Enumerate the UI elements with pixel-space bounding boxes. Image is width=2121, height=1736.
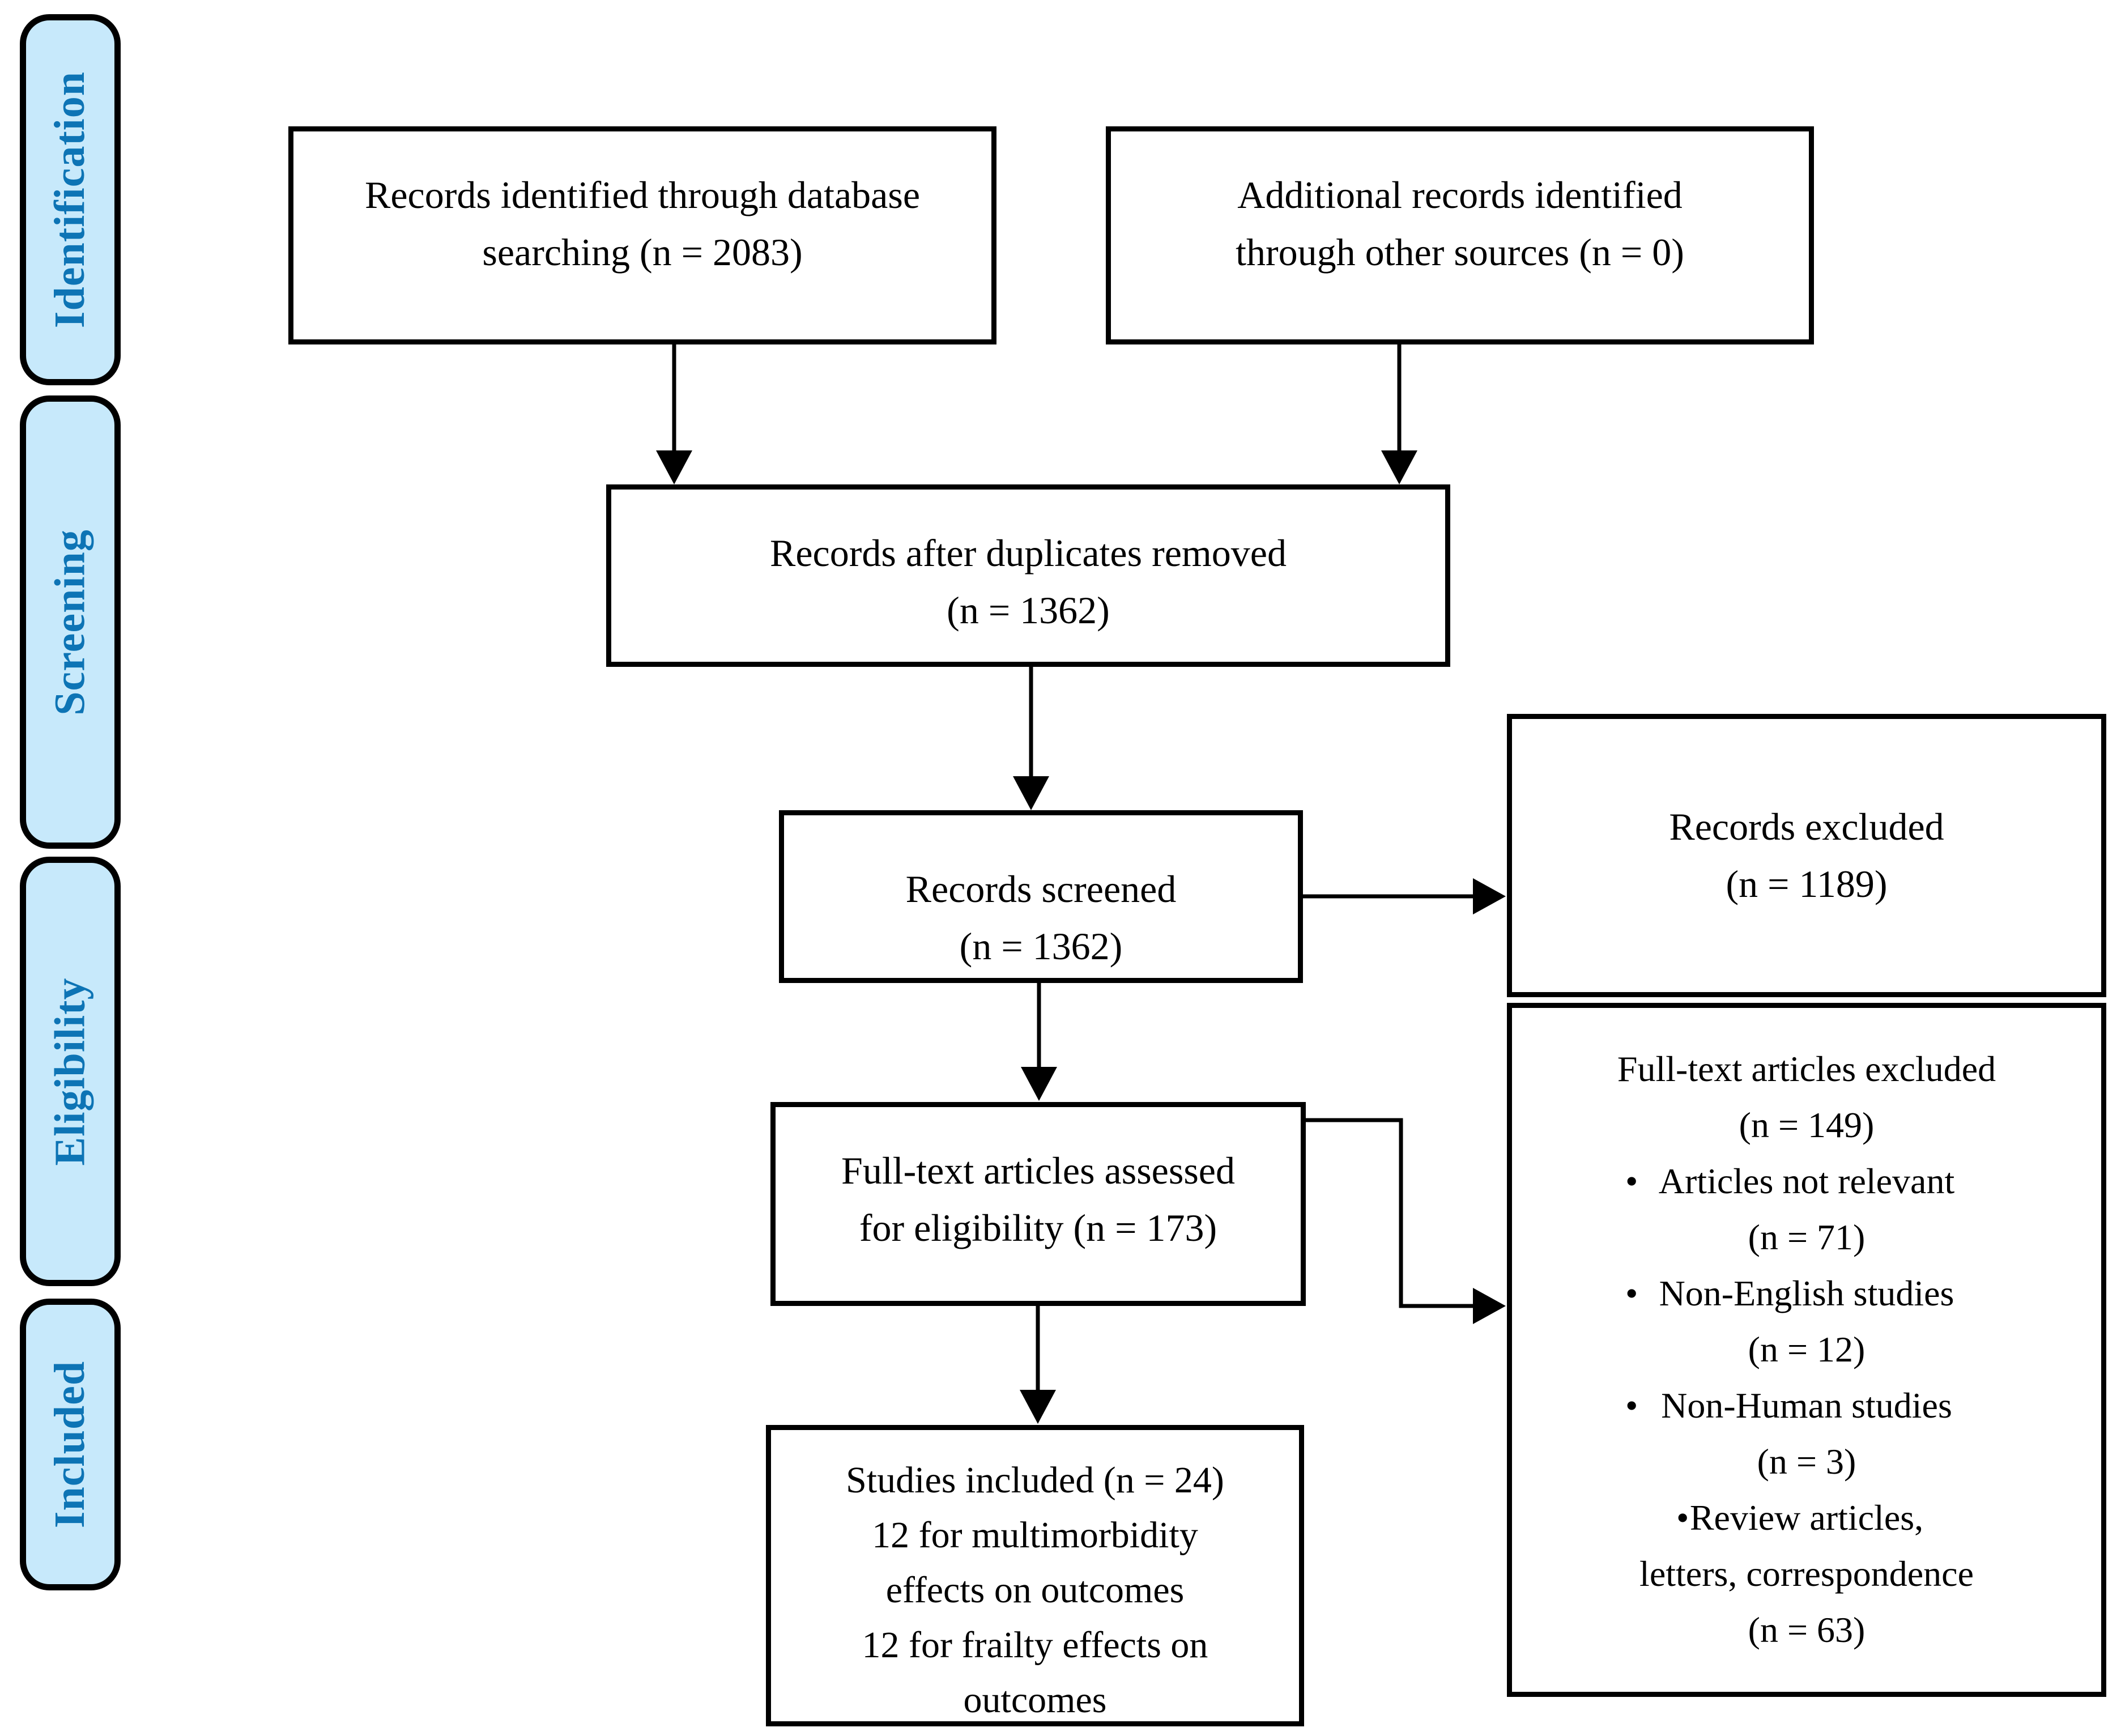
exclusion-reason: • Non-Human studies (n = 3) bbox=[1512, 1377, 2101, 1490]
stage-eligibility: Eligibility bbox=[20, 857, 121, 1286]
stage-label: Identification bbox=[46, 71, 94, 329]
node-records-screened: Records screened (n = 1362) bbox=[779, 810, 1303, 983]
node-line: 12 for multimorbidity bbox=[872, 1514, 1198, 1556]
node-line: (n = 63) bbox=[1748, 1610, 1866, 1650]
node-fulltext-excluded: Full-text articles excluded (n = 149) • … bbox=[1507, 1003, 2106, 1697]
exclusion-reason: • Review articles, letters, corresponden… bbox=[1512, 1490, 2101, 1658]
node-records-identified: Records identified through database sear… bbox=[288, 126, 996, 344]
node-line: (n = 1362) bbox=[947, 589, 1110, 632]
bullet-icon: • bbox=[1625, 1161, 1638, 1201]
node-line: Non-English studies bbox=[1659, 1273, 1954, 1313]
node-line: (n = 1189) bbox=[1726, 862, 1888, 905]
node-line: for eligibility (n = 173) bbox=[859, 1206, 1217, 1249]
node-line: Studies included (n = 24) bbox=[846, 1460, 1224, 1501]
bullet-icon: • bbox=[1676, 1497, 1689, 1538]
arrow-screened-to-assessed bbox=[1021, 983, 1057, 1101]
node-line: effects on outcomes bbox=[885, 1569, 1185, 1611]
stage-identification: Identification bbox=[20, 14, 121, 385]
node-line: letters, correspondence bbox=[1639, 1554, 1974, 1594]
node-line: (n = 149) bbox=[1739, 1105, 1875, 1145]
stage-label: Included bbox=[46, 1360, 94, 1529]
node-line: (n = 12) bbox=[1748, 1329, 1866, 1369]
node-line: Articles not relevant bbox=[1658, 1161, 1955, 1201]
stage-label: Screening bbox=[46, 529, 94, 716]
node-line: Full-text articles excluded bbox=[1617, 1049, 1996, 1089]
node-additional-records: Additional records identified through ot… bbox=[1106, 126, 1814, 344]
exclusion-reason: • Articles not relevant (n = 71) bbox=[1512, 1153, 2101, 1265]
node-fulltext-assessed: Full-text articles assessed for eligibil… bbox=[770, 1102, 1306, 1306]
node-line: (n = 71) bbox=[1748, 1217, 1866, 1257]
arrow-additional-to-deduped bbox=[1381, 344, 1417, 484]
stage-label: Eligibility bbox=[46, 977, 94, 1165]
node-line: Additional records identified bbox=[1237, 173, 1683, 216]
node-line: Full-text articles assessed bbox=[841, 1149, 1235, 1192]
node-line: searching (n = 2083) bbox=[482, 231, 803, 274]
node-line: Non-Human studies bbox=[1661, 1385, 1952, 1426]
node-line: Records after duplicates removed bbox=[770, 531, 1287, 575]
arrow-deduped-to-screened bbox=[1013, 667, 1049, 810]
node-line: 12 for frailty effects on bbox=[862, 1624, 1208, 1666]
arrow-assessed-to-fulltext-excluded bbox=[1306, 1118, 1506, 1324]
arrow-assessed-to-included-studies bbox=[1020, 1306, 1056, 1424]
arrow-screened-to-records-excluded bbox=[1303, 878, 1506, 914]
node-line: Records screened bbox=[905, 867, 1177, 910]
stage-included: Included bbox=[20, 1299, 121, 1590]
stage-screening: Screening bbox=[20, 395, 121, 849]
node-studies-included: Studies included (n = 24) 12 for multimo… bbox=[766, 1425, 1304, 1726]
node-records-excluded: Records excluded (n = 1189) bbox=[1507, 714, 2106, 997]
node-line: (n = 1362) bbox=[959, 925, 1123, 968]
bullet-icon: • bbox=[1625, 1273, 1638, 1313]
node-line: Records excluded bbox=[1669, 805, 1944, 848]
node-line: outcomes bbox=[963, 1679, 1107, 1721]
node-line: Records identified through database bbox=[364, 173, 921, 216]
node-line: through other sources (n = 0) bbox=[1236, 231, 1684, 274]
exclusion-reason: • Non-English studies (n = 12) bbox=[1512, 1265, 2101, 1377]
arrow-identified-to-deduped bbox=[656, 344, 692, 484]
node-line: (n = 3) bbox=[1757, 1441, 1856, 1482]
node-line: Review articles, bbox=[1689, 1497, 1924, 1538]
node-duplicates-removed: Records after duplicates removed (n = 13… bbox=[606, 484, 1450, 667]
bullet-icon: • bbox=[1625, 1385, 1638, 1426]
